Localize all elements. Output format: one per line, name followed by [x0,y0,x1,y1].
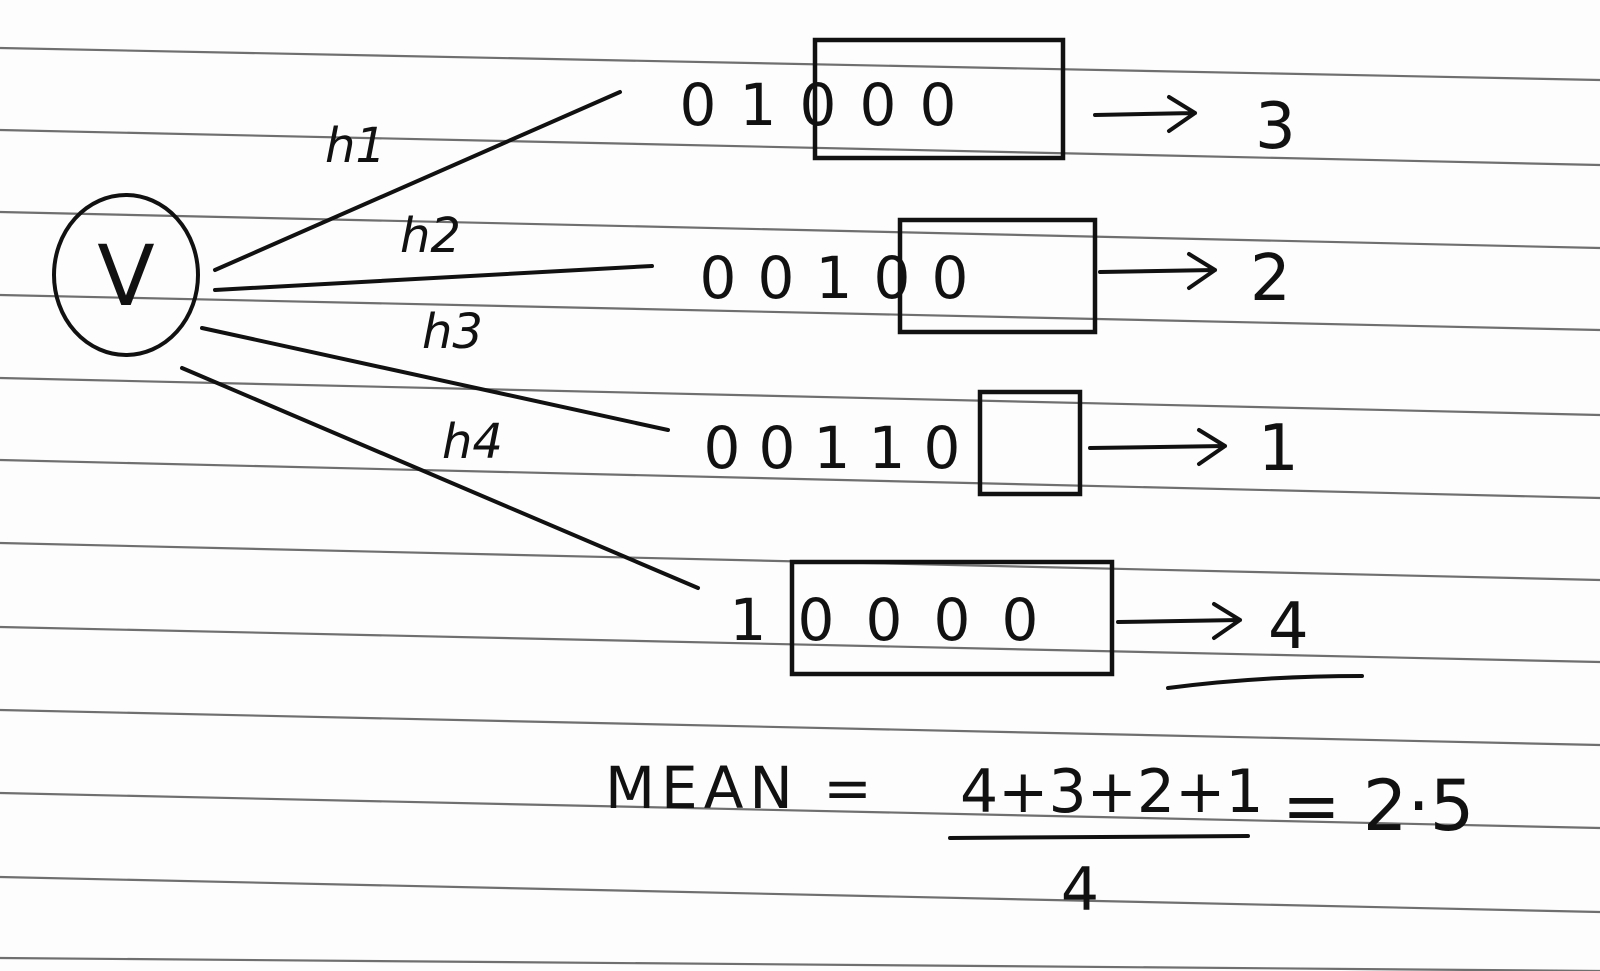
formula-lhs: MEAN = [605,754,878,822]
arrow-icon [1116,602,1242,640]
bit: 1 [816,244,853,312]
trailing-zero-count: 3 [1255,90,1296,164]
bit: 0 [920,71,957,139]
bit: 1 [730,586,767,654]
edge-h4 [180,366,700,590]
bit: 0 [934,586,971,654]
hash-label-h4: h4 [442,414,503,470]
bit: 1 [814,414,851,482]
arrow-icon [1098,252,1217,290]
trailing-zero-count: 4 [1268,590,1309,664]
formula-numerator: 4+3+2+1 [960,757,1264,827]
bit: 0 [1002,586,1039,654]
hash-label-h2: h2 [400,208,461,264]
edge-h1 [213,90,622,272]
bit: 1 [869,414,906,482]
hash-label-h1: h1 [325,118,386,174]
trailing-zero-count: 1 [1258,412,1299,486]
edge-h3 [200,326,670,432]
node-label: V [97,227,154,325]
edge-h2 [213,264,654,292]
bit: 0 [874,244,911,312]
bit: 1 [740,71,777,139]
results-underline [1166,674,1364,690]
hash-labels: h1 h2 h3 h4 [325,118,503,470]
bit: 0 [759,414,796,482]
formula-result: = 2·5 [1282,765,1474,847]
node-v: V [52,193,200,357]
bit: 0 [680,71,717,139]
trailing-zero-count: 2 [1250,242,1291,316]
bit: 0 [758,244,795,312]
fraction-bar [948,834,1250,840]
bit: 0 [860,71,897,139]
bit: 0 [932,244,969,312]
trailing-zeros-box [897,217,1098,335]
bit: 0 [924,414,961,482]
arrow-icon [1088,428,1227,466]
trailing-zeros-box [812,37,1066,161]
paper-rules [0,46,1600,971]
bit: 0 [866,586,903,654]
arrow-icon [1093,95,1197,133]
hash-label-h3: h3 [422,304,483,360]
trailing-zeros-box [789,559,1115,677]
mean-formula: MEAN = 4+3+2+1 4 = 2·5 [605,754,1474,925]
bit: 0 [800,71,837,139]
bit: 0 [704,414,741,482]
bit: 0 [700,244,737,312]
formula-denominator: 4 [1061,855,1099,925]
edges [180,90,700,590]
trailing-zeros-box [977,389,1083,497]
bit: 0 [798,586,835,654]
